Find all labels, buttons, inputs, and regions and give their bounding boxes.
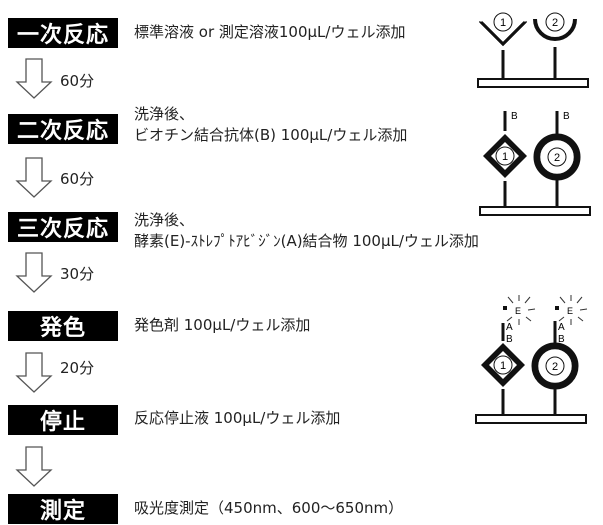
well-1-label: 1	[500, 17, 506, 29]
incubation-time: 60分	[60, 170, 95, 188]
avidin-label: A	[506, 322, 513, 333]
step-desc-secondary: 洗浄後、 ビオチン結合抗体(B) 100μL/ウェル添加	[134, 105, 408, 144]
biotin-label: B	[511, 111, 518, 122]
avidin-label: A	[558, 322, 565, 333]
step-label-stop: 停止	[8, 405, 118, 435]
enzyme-label: E	[567, 306, 573, 316]
enzyme-sparkle-icon	[558, 295, 588, 325]
incubation-time: 60分	[60, 72, 95, 90]
down-arrow-icon	[15, 252, 53, 293]
step-desc-primary: 標準溶液 or 測定溶液100μL/ウェル添加	[134, 23, 406, 41]
well-1-label: 1	[502, 151, 508, 163]
biotin-antibody-diagram: B B 1 2	[479, 111, 591, 216]
down-arrow-icon	[15, 446, 53, 487]
down-arrow-icon	[15, 157, 53, 198]
biotin-label: B	[506, 334, 513, 345]
down-arrow-icon	[15, 352, 53, 393]
step-label-measure: 測定	[8, 494, 118, 524]
enzyme-sparkle-icon	[506, 295, 536, 325]
step-label-tertiary: 三次反応	[8, 212, 118, 242]
step-label-primary: 一次反応	[8, 18, 118, 48]
well-2-label: 2	[552, 17, 558, 29]
capture-diagram: 1 2	[477, 5, 589, 88]
step-label-secondary: 二次反応	[8, 114, 118, 144]
enzyme-label: E	[515, 306, 521, 316]
incubation-time: 30分	[60, 265, 95, 283]
step-label-color: 発色	[8, 311, 118, 341]
incubation-time: 20分	[60, 359, 95, 377]
well-2-label: 2	[552, 361, 558, 373]
down-arrow-icon	[15, 58, 53, 99]
color-development-diagram: A B A B E E 1 2	[475, 295, 588, 424]
step-desc-measure: 吸光度測定（450nm、600～650nm）	[134, 499, 404, 517]
step-desc-color: 発色剤 100μL/ウェル添加	[134, 316, 311, 334]
biotin-label: B	[563, 111, 570, 122]
step-desc-stop: 反応停止液 100μL/ウェル添加	[134, 409, 341, 427]
biotin-label: B	[558, 334, 565, 345]
step-desc-tertiary: 洗浄後、 酵素(E)-ｽﾄﾚﾌﾟﾄｱﾋﾞｼﾞﾝ(A)結合物 100μL/ウェル添…	[134, 211, 479, 250]
well-2-label: 2	[554, 152, 560, 164]
well-1-label: 1	[500, 360, 506, 372]
